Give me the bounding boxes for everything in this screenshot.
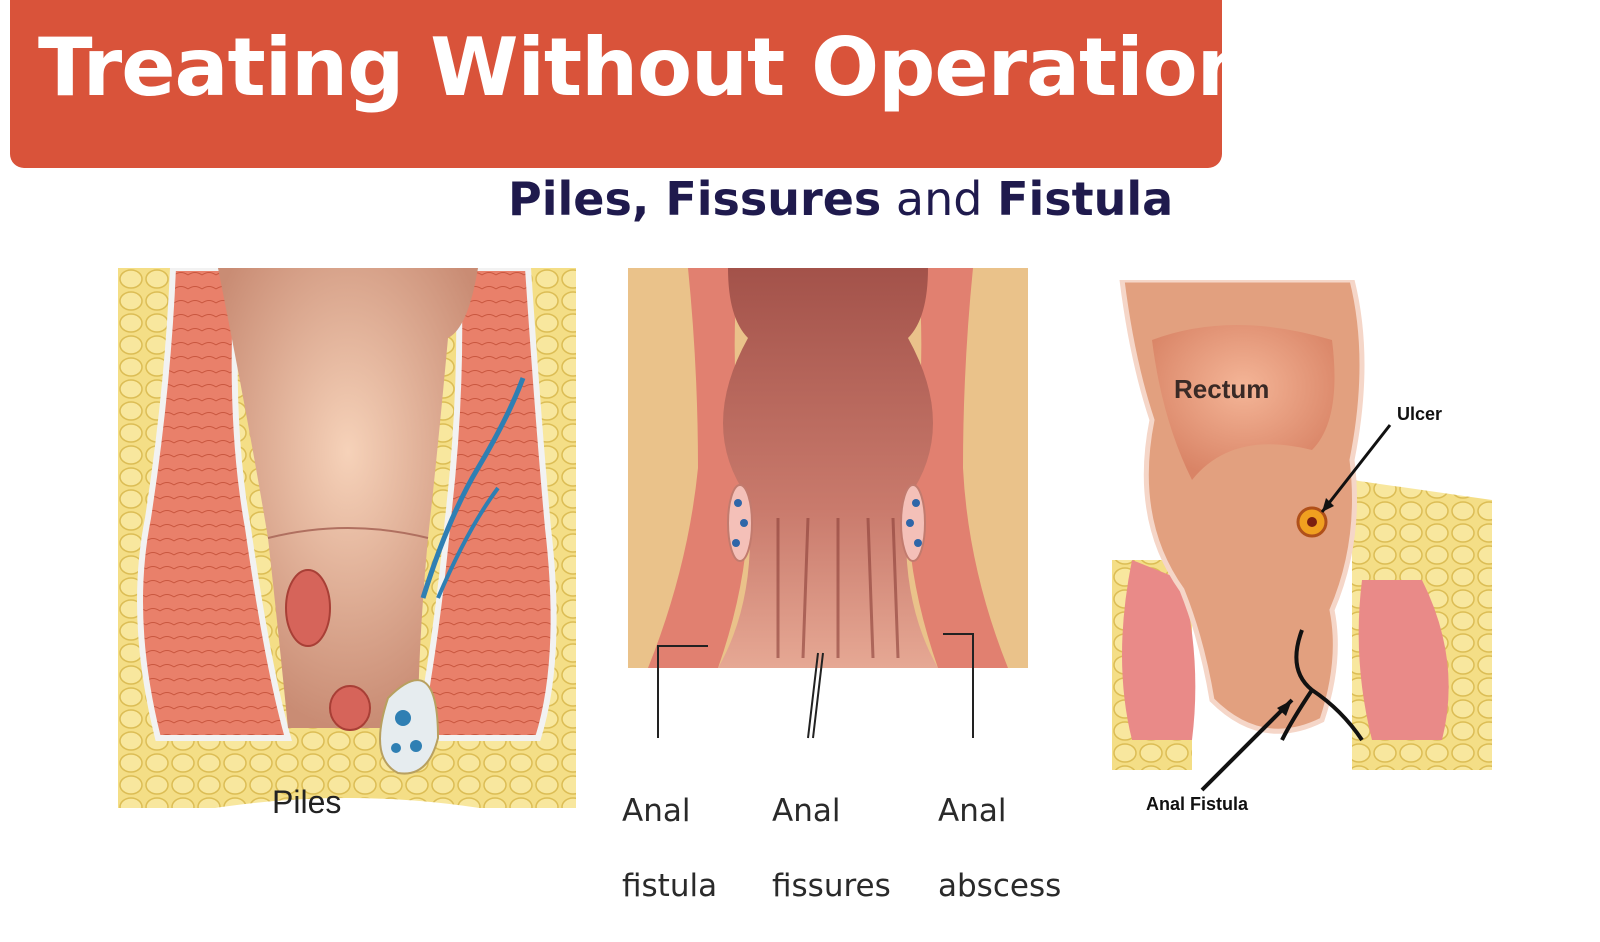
rectum-illustration: Rectum Ulcer Anal Fistula xyxy=(1112,280,1492,840)
anal-fistula-pointer-label: Anal Fistula xyxy=(1146,794,1249,814)
ulcer-label: Ulcer xyxy=(1397,404,1443,424)
subtitle-and: and xyxy=(895,172,983,226)
anal-fistula-line2: fistula xyxy=(622,867,718,904)
rectum-anatomy-drawing xyxy=(1112,280,1492,792)
anal-fissures-label: Anal fissures xyxy=(772,756,891,942)
anal-fistula-label: Anal fistula xyxy=(622,756,717,942)
anal-fissures-line1: Anal xyxy=(772,793,841,830)
anal-abscess-line2: abscess xyxy=(938,867,1062,904)
page-subtitle: Piles, Fissures and Fistula xyxy=(508,172,1173,226)
rectum-label: Rectum xyxy=(1174,374,1270,404)
anal-abscess-label: Anal abscess xyxy=(938,756,1061,942)
subtitle-fistula: Fistula xyxy=(997,172,1174,226)
anal-fissures-line2: fissures xyxy=(772,867,891,904)
conditions-anatomy-drawing xyxy=(628,268,1028,739)
page-title: Treating Without Operation xyxy=(38,21,1254,114)
conditions-illustration: Anal fistula Anal fissures Anal abscess xyxy=(622,268,1061,904)
anal-abscess-line1: Anal xyxy=(938,793,1007,830)
title-banner: Treating Without Operation xyxy=(10,0,1254,168)
piles-label: Piles xyxy=(272,784,342,820)
subtitle-piles-fissures: Piles, Fissures xyxy=(508,172,882,226)
anal-fistula-line1: Anal xyxy=(622,793,691,830)
piles-illustration: Piles xyxy=(118,268,576,878)
piles-anatomy-drawing xyxy=(118,268,576,878)
